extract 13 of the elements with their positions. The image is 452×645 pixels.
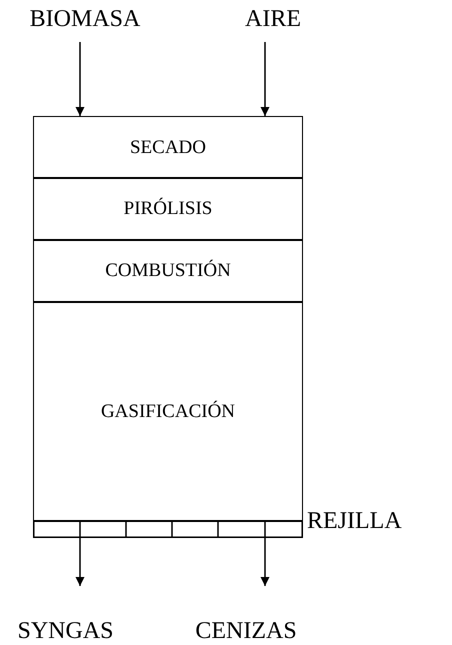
arrow	[76, 42, 84, 116]
label-text: AIRE	[238, 6, 308, 42]
zone-box: PIRÓLISIS	[33, 177, 303, 241]
label-text: REJILLA	[307, 506, 402, 536]
label-text: SYNGAS	[3, 586, 128, 645]
arrow	[260, 538, 270, 586]
zone-box: COMBUSTIÓN	[33, 239, 303, 303]
label-text: BIOMASA	[5, 6, 165, 42]
zone-box: SECADO	[33, 116, 303, 179]
label-text: CENIZAS	[176, 586, 316, 645]
arrow	[260, 42, 270, 116]
zone-box: GASIFICACIÓN	[33, 301, 303, 522]
arrow	[76, 538, 84, 586]
